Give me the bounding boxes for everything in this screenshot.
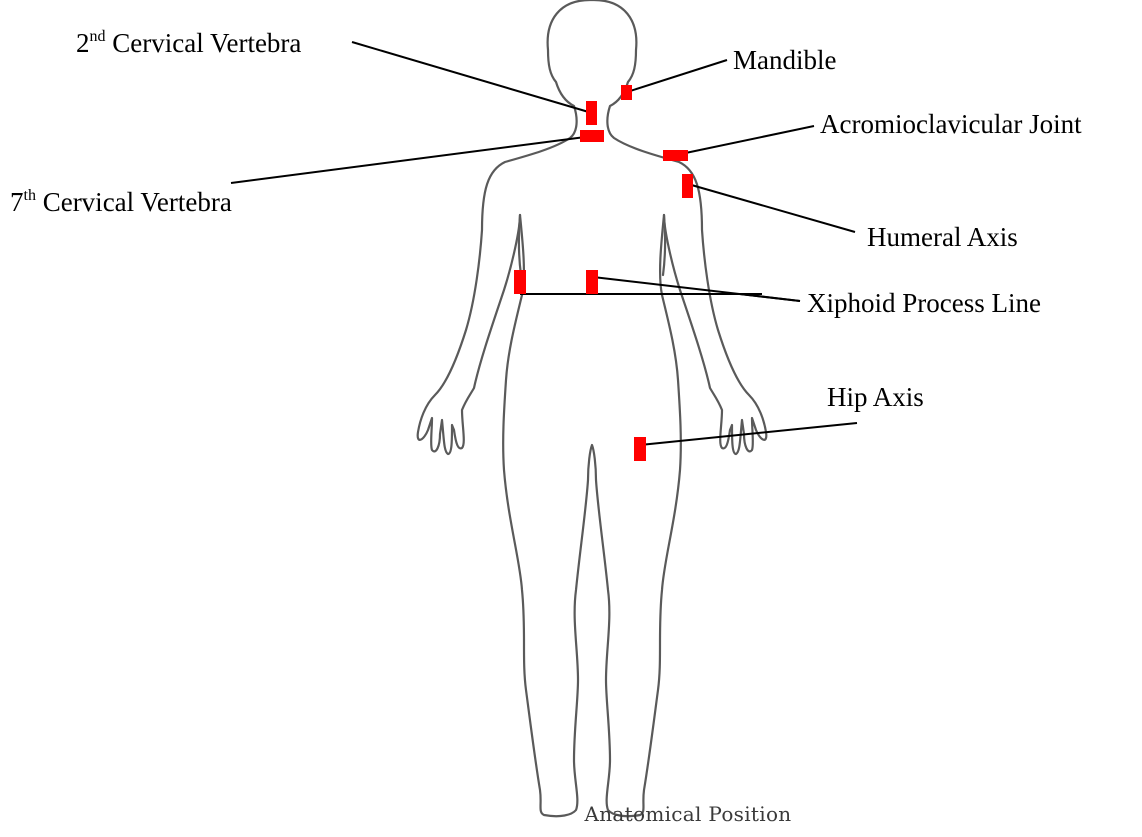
marker-acromioclavicular (663, 150, 688, 161)
label-c7: 7th Cervical Vertebra (10, 187, 232, 217)
marker-hip (634, 437, 646, 461)
label-hip: Hip Axis (827, 382, 924, 412)
label-humeral: Humeral Axis (867, 222, 1018, 252)
label-c2: 2nd Cervical Vertebra (76, 28, 301, 58)
leader-humeral (688, 184, 855, 232)
markers (514, 85, 693, 461)
leader-lines (231, 42, 857, 445)
marker-xiphoid-center (586, 270, 598, 294)
labels: 2nd Cervical Vertebra Mandible Acromiocl… (10, 28, 1082, 826)
leader-c2 (352, 42, 592, 113)
marker-c2 (586, 101, 597, 125)
label-mandible: Mandible (733, 45, 836, 75)
marker-mandible (621, 85, 632, 100)
leader-c7 (231, 136, 593, 183)
leader-hip (640, 423, 857, 445)
label-acromioclavicular: Acromioclavicular Joint (820, 109, 1082, 139)
marker-c7 (580, 130, 604, 142)
leader-acromioclavicular (676, 126, 814, 155)
leader-xiphoid-to-label (740, 294, 800, 301)
marker-xiphoid-left (514, 270, 526, 294)
caption: Anatomical Position (584, 802, 792, 826)
leader-mandible (627, 60, 727, 92)
label-xiphoid: Xiphoid Process Line (807, 288, 1041, 318)
marker-humeral (682, 174, 693, 198)
